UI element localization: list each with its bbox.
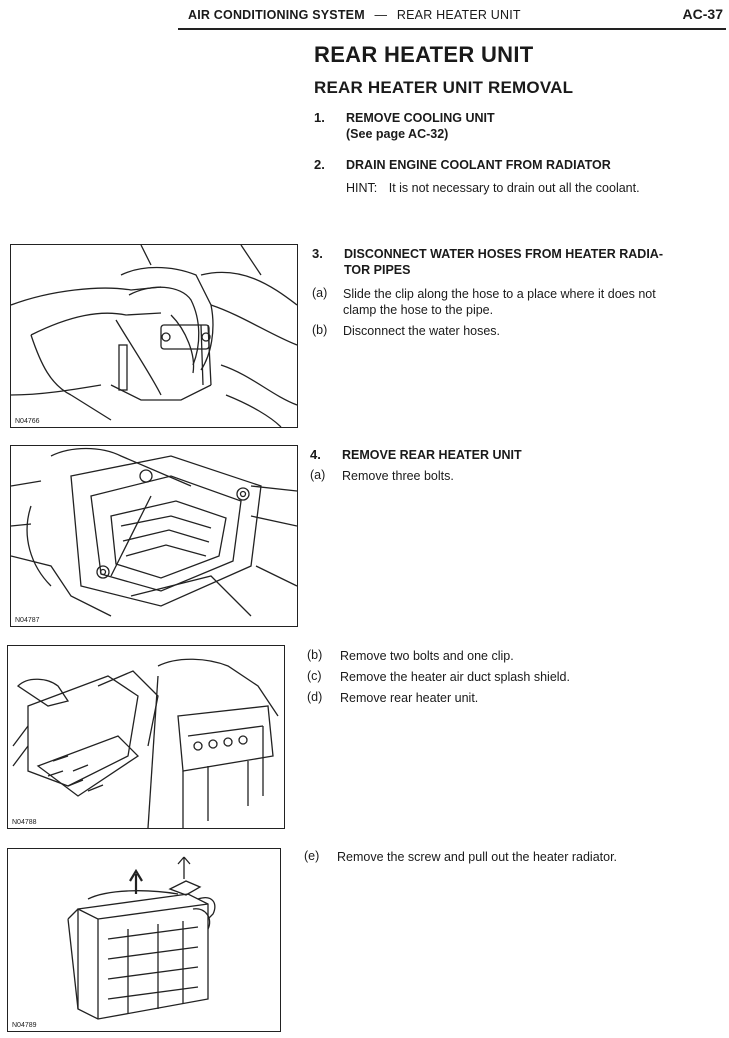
step-1-number: 1. — [314, 110, 325, 125]
figure-hose-clamp: N04766 — [10, 244, 298, 428]
step-4c-label: (c) — [307, 669, 322, 683]
step-4a-text: Remove three bolts. — [342, 469, 454, 483]
step-2-text: DRAIN ENGINE COOLANT FROM RADIATOR — [346, 158, 611, 172]
step-3b-text: Disconnect the water hoses. — [343, 324, 501, 338]
figure-id: N04787 — [15, 617, 40, 624]
step-1-text: REMOVE COOLING UNIT (See page AC-32) — [346, 110, 495, 142]
step-3-text: DISCONNECT WATER HOSES FROM HEATER RADIA… — [344, 246, 724, 278]
step-4-number: 4. — [310, 447, 321, 462]
header-rule — [178, 28, 726, 30]
header-subsection: REAR HEATER UNIT — [396, 8, 521, 22]
step-4e-label: (e) — [304, 849, 320, 863]
step-2-number: 2. — [314, 157, 325, 172]
header-dash: — — [374, 8, 388, 22]
figure-id: N04789 — [12, 1022, 37, 1029]
step-3a-line1: Slide the clip along the hose to a place… — [343, 287, 656, 301]
header-section: AIR CONDITIONING SYSTEM — [188, 8, 365, 22]
figure-splash-shield: N04788 — [7, 645, 285, 829]
step-4c-text: Remove the heater air duct splash shield… — [340, 670, 570, 684]
step-1-line2: (See page AC-32) — [346, 127, 449, 141]
page-number: AC-37 — [682, 6, 723, 22]
section-title: REAR HEATER UNIT REMOVAL — [314, 78, 574, 97]
three-bolts-illustration — [11, 447, 297, 617]
running-header: AIR CONDITIONING SYSTEM — REAR HEATER UN… — [188, 8, 521, 22]
step-3-line1: DISCONNECT WATER HOSES FROM HEATER RADIA… — [344, 247, 663, 261]
step-3a-label: (a) — [312, 286, 328, 300]
step-3-line2: TOR PIPES — [344, 263, 411, 277]
step-3a-line2: clamp the hose to the pipe. — [343, 303, 494, 317]
figure-id: N04788 — [12, 819, 37, 826]
figure-id: N04766 — [15, 418, 40, 425]
step-4e-text: Remove the screw and pull out the heater… — [337, 850, 618, 864]
step-3b-label: (b) — [312, 323, 328, 337]
page-title: REAR HEATER UNIT — [314, 42, 534, 67]
step-4-text: REMOVE REAR HEATER UNIT — [342, 448, 522, 462]
hint-label: HINT: — [346, 181, 378, 195]
step-4a-label: (a) — [310, 468, 326, 482]
step-4b-label: (b) — [307, 648, 323, 662]
step-4b-text: Remove two bolts and one clip. — [340, 649, 514, 663]
step-2-hint: HINT: It is not necessary to drain out a… — [346, 180, 640, 196]
hint-text: It is not necessary to drain out all the… — [388, 181, 640, 195]
figure-three-bolts: N04787 — [10, 445, 298, 627]
step-3a-text: Slide the clip along the hose to a place… — [343, 286, 725, 318]
step-4d-label: (d) — [307, 690, 323, 704]
heater-radiator-illustration — [67, 856, 216, 1020]
splash-shield-illustration — [12, 658, 279, 828]
step-1-line1: REMOVE COOLING UNIT — [346, 111, 495, 125]
step-4d-text: Remove rear heater unit. — [340, 691, 479, 705]
figure-heater-radiator: N04789 — [7, 848, 281, 1032]
hose-clamp-illustration — [11, 245, 297, 427]
step-3-number: 3. — [312, 246, 323, 261]
